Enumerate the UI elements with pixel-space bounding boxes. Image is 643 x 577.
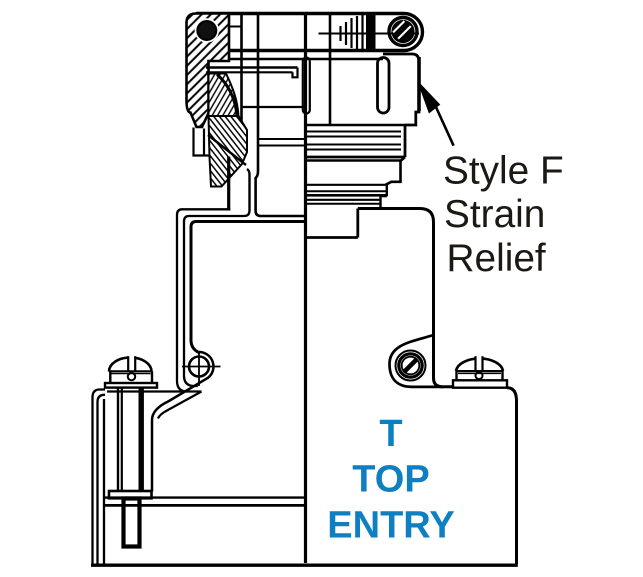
svg-text:TOP: TOP [352,459,429,501]
svg-text:T: T [379,413,402,455]
svg-text:Relief: Relief [447,237,546,280]
svg-text:Style F: Style F [443,149,564,192]
svg-text:Strain: Strain [444,193,545,236]
svg-text:ENTRY: ENTRY [327,504,454,546]
